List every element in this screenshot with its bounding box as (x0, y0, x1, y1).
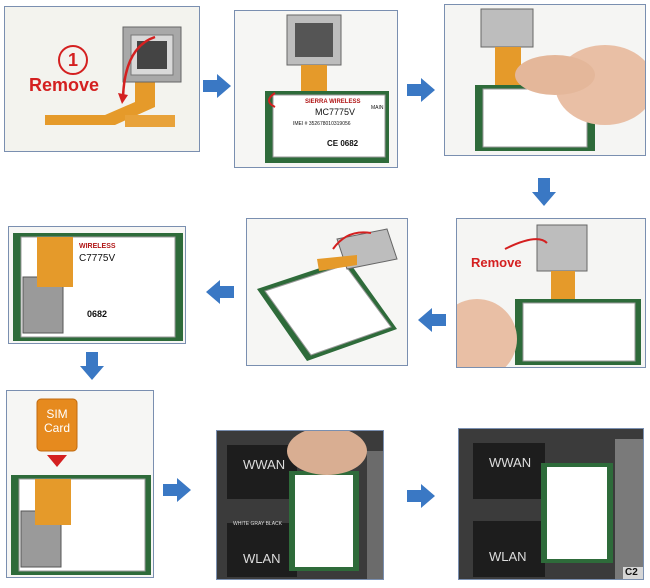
hand-removing-flex-photo (445, 5, 645, 155)
arrow-right-icon (203, 74, 231, 98)
card-ce-text: CE 0682 (327, 139, 359, 148)
step-4-panel: WIRELESS C7775V 0682 (8, 226, 186, 344)
card-brand-text: WIRELESS (79, 243, 116, 250)
step-8-panel: WWAN WLAN WHITE GRAY BLACK (216, 430, 384, 580)
arrow-down-icon (532, 178, 556, 206)
step-1-number-circle: 1 (58, 45, 88, 75)
card-main-text: MAIN (371, 105, 384, 111)
step-6-remove-label: Remove (471, 255, 522, 270)
module-sim-slot-photo (9, 227, 185, 343)
card-brand-text: SIERRA WIRELESS (305, 99, 361, 105)
step-2-panel: SIERRA WIRELESS MC7775V IMEI # 352678010… (234, 10, 398, 168)
cable-colors-label: WHITE GRAY BLACK (233, 521, 282, 527)
arrow-left-icon (418, 308, 446, 332)
module-with-flex-photo (235, 11, 397, 167)
step-5-panel (246, 218, 408, 366)
arrow-right-icon (163, 478, 191, 502)
wwan-label: WWAN (243, 457, 286, 472)
tilted-module-photo (247, 219, 407, 365)
installed-module-photo (459, 429, 643, 579)
wlan-label: WLAN (489, 549, 527, 564)
step-3-panel (444, 4, 646, 156)
step-9-panel: WWAN WLAN C2 (458, 428, 644, 580)
step-6-panel: Remove (456, 218, 646, 368)
card-model-text: MC7775V (315, 107, 356, 117)
arrow-down-icon (80, 352, 104, 380)
card-imei-text: IMEI # 352678010319056 (293, 121, 351, 127)
arrow-right-icon (407, 484, 435, 508)
hand-holding-module-photo (457, 219, 645, 367)
laptop-bay-photo (217, 431, 383, 579)
card-ce-text: 0682 (87, 309, 108, 319)
arrow-left-icon (206, 280, 234, 304)
sim-card-insert-photo (7, 391, 153, 577)
card-model-text: C7775V (79, 253, 116, 264)
sim-adapter-photo (5, 7, 199, 151)
step-1-remove-label: Remove (29, 75, 100, 95)
wlan-label: WLAN (243, 551, 281, 566)
corner-c2-label: C2 (625, 567, 638, 578)
wwan-label: WWAN (489, 455, 532, 470)
arrow-right-icon (407, 78, 435, 102)
step-1-panel: 1 Remove (4, 6, 200, 152)
